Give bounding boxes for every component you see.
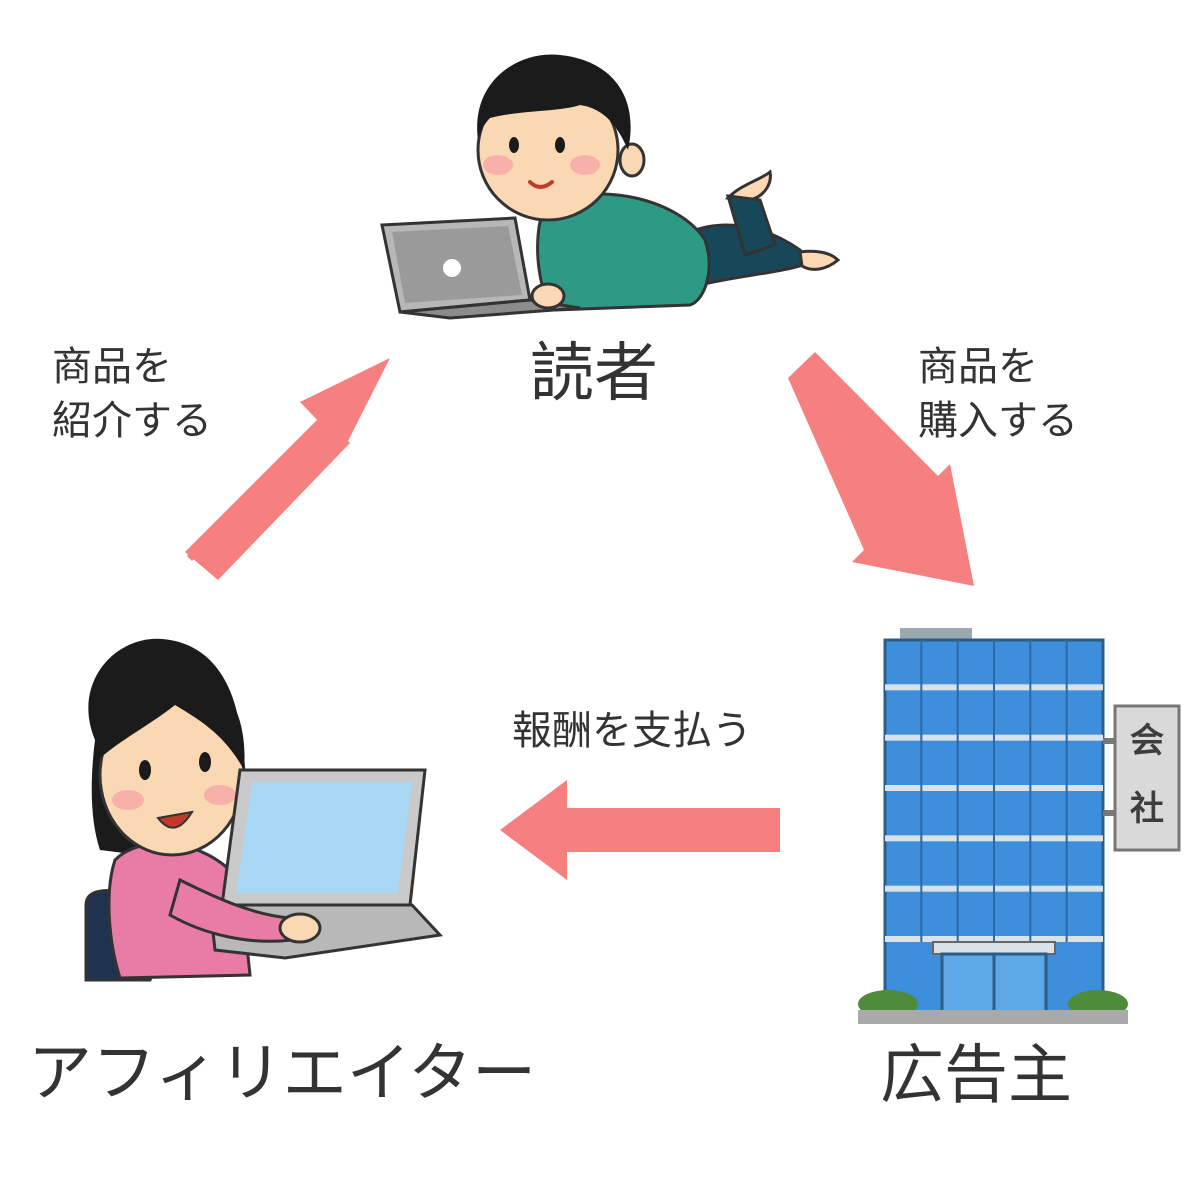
sign-char-1: 会 — [1130, 721, 1164, 761]
edge-label-purchase-line-2: 購入する — [918, 398, 1078, 444]
edge-label-payment-line-1: 報酬を支払う — [512, 708, 752, 754]
arrow-affiliate-to-reader-body — [185, 415, 350, 580]
edge-label-introduce: 商品を 紹介する — [52, 340, 212, 448]
office-building-icon — [858, 628, 1181, 1024]
edge-label-purchase: 商品を 購入する — [918, 340, 1078, 448]
edge-label-introduce-line-1: 商品を — [52, 344, 172, 390]
edge-label-introduce-line-2: 紹介する — [52, 398, 212, 444]
woman-typing-on-laptop-icon — [84, 638, 444, 982]
edge-label-purchase-line-1: 商品を — [918, 344, 1038, 390]
building-floors — [885, 640, 1103, 942]
company-sign — [1113, 704, 1181, 852]
edge-label-payment: 報酬を支払う — [512, 704, 752, 758]
sign-char-2: 社 — [1130, 789, 1164, 829]
node-label-affiliate: アフィリエイター — [28, 1037, 537, 1111]
reader-lying-with-laptop-icon — [380, 54, 841, 320]
arrow-advertiser-to-affiliate — [500, 780, 780, 880]
node-label-advertiser: 広告主 — [880, 1039, 1072, 1113]
arrow-reader-to-advertiser — [788, 352, 974, 586]
node-label-reader: 読者 — [530, 337, 658, 411]
